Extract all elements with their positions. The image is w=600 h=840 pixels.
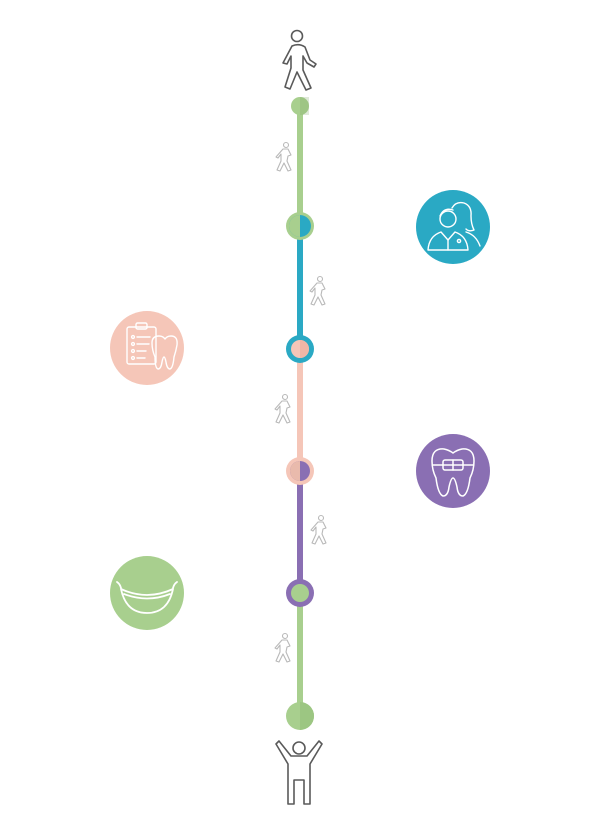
small-walking-person-icon bbox=[275, 141, 292, 172]
dentist-consultation-icon bbox=[427, 201, 481, 251]
stage-4 bbox=[110, 556, 184, 630]
dental-checklist-icon bbox=[126, 322, 178, 370]
stage-circle bbox=[416, 190, 490, 264]
node-2 bbox=[286, 335, 314, 363]
stage-circle bbox=[416, 434, 490, 508]
stage-circle bbox=[110, 556, 184, 630]
stage-2 bbox=[110, 311, 184, 385]
timeline-nodes bbox=[286, 97, 314, 730]
small-walking-person-icon bbox=[274, 632, 291, 663]
node-start bbox=[291, 97, 309, 115]
stage-1 bbox=[416, 190, 490, 264]
node-4 bbox=[286, 579, 314, 607]
node-end bbox=[286, 702, 314, 730]
stage-3 bbox=[416, 434, 490, 508]
walking-person-icon bbox=[282, 29, 317, 91]
step-walkers bbox=[274, 141, 327, 663]
celebrating-person-icon bbox=[275, 740, 323, 805]
small-walking-person-icon bbox=[274, 393, 291, 424]
node-3 bbox=[286, 457, 314, 485]
small-walking-person-icon bbox=[309, 275, 326, 306]
node-1 bbox=[286, 212, 314, 240]
small-walking-person-icon bbox=[310, 514, 327, 545]
smile-icon bbox=[116, 581, 178, 614]
stage-circle bbox=[110, 311, 184, 385]
tooth-braces-icon bbox=[431, 448, 475, 497]
